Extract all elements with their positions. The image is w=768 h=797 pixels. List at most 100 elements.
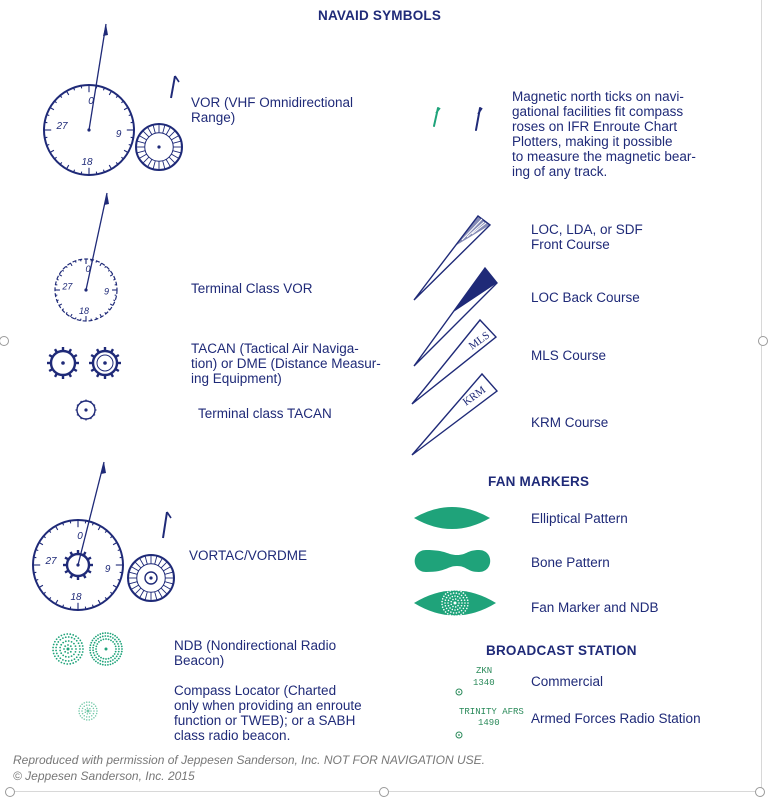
station-tick — [157, 557, 163, 566]
ndb-dot — [120, 643, 123, 645]
fan-markers-heading: FAN MARKERS — [488, 474, 590, 489]
ndb-dot — [461, 602, 463, 604]
resize-handle-bottom-right[interactable] — [755, 787, 765, 797]
ndb-dot — [88, 719, 91, 721]
ndb-dot — [463, 599, 466, 601]
ndb-dot — [64, 645, 67, 648]
ndb-dot — [52, 646, 54, 649]
ndb-dot — [94, 705, 97, 707]
ndb-dot — [459, 607, 461, 609]
needle-arrowhead — [103, 24, 108, 36]
ndb-dot — [74, 650, 77, 653]
commercial-label: Commercial — [531, 674, 604, 689]
afrs-frequency: 1490 — [478, 718, 500, 728]
ndb-dot — [114, 661, 116, 664]
ndb-dot — [79, 705, 82, 707]
cog-tooth — [93, 404, 96, 407]
ndb-dot — [116, 636, 118, 639]
page-title: NAVAID SYMBOLS — [318, 8, 442, 23]
dial-label-south: 18 — [70, 592, 82, 603]
ndb-dot — [452, 605, 454, 608]
ndb-dot — [81, 645, 84, 647]
ndb-dot — [70, 636, 73, 639]
ndb-dot — [83, 718, 86, 720]
ndb-dot — [55, 646, 57, 649]
compass-locator-label: Compass Locator (Charted only when provi… — [174, 683, 362, 743]
cog-tooth — [109, 372, 115, 378]
rose-tick — [99, 313, 102, 318]
ndb-dot — [72, 634, 75, 636]
station-tick — [168, 156, 176, 164]
ndb-dot — [88, 701, 91, 703]
ndb-dot — [109, 632, 112, 635]
dial-label-east: 9 — [105, 564, 111, 575]
ndb-dot — [117, 653, 119, 656]
cog-tooth — [76, 413, 79, 416]
rose-tick — [74, 317, 77, 320]
rose-tick — [55, 525, 59, 531]
ndb-dot — [92, 649, 94, 652]
rose-tick — [97, 599, 101, 605]
ndb-dot — [107, 663, 109, 666]
ndb-dot — [443, 595, 445, 598]
station-tick — [152, 160, 156, 170]
ndb-dot — [99, 659, 102, 662]
rose-tick — [70, 262, 73, 267]
resize-handle-right[interactable] — [758, 336, 768, 346]
ndb-dot — [101, 660, 104, 663]
resize-handle-bottom-left[interactable] — [5, 787, 15, 797]
ndb-dot — [96, 653, 99, 655]
ndb-dot — [62, 641, 65, 644]
ndb-dot — [120, 645, 123, 648]
ndb-dot — [121, 648, 123, 650]
rose-tick — [46, 114, 50, 117]
ndb-dot — [457, 589, 460, 592]
rose-tick — [48, 530, 52, 533]
ndb-dot — [105, 658, 107, 660]
ndb-dot — [94, 635, 97, 638]
ndb-dot — [460, 590, 462, 593]
ndb-dot — [102, 638, 105, 641]
ndb-dot — [444, 593, 447, 595]
ndb-dot — [69, 662, 72, 665]
rose-tick — [70, 313, 73, 318]
ndb-dot — [67, 652, 69, 654]
ndb-dot — [66, 633, 69, 635]
resize-handle-bottom[interactable] — [379, 787, 389, 797]
ndb-dot — [107, 632, 109, 635]
rose-tick — [123, 149, 129, 153]
ndb-dot — [93, 654, 96, 657]
ndb-label: NDB (Nondirectional Radio Beacon) — [174, 638, 337, 668]
ndb-dot — [95, 639, 98, 642]
ndb-dot — [81, 703, 83, 705]
station-tick — [147, 126, 153, 135]
rose-tick — [61, 269, 65, 272]
dial-label-west: 27 — [44, 556, 57, 567]
dial-label-east: 9 — [116, 129, 122, 140]
ndb-dot — [95, 656, 98, 659]
ndb-dot — [75, 648, 77, 650]
resize-handle-left[interactable] — [0, 336, 9, 346]
commercial-frequency: 1340 — [473, 678, 495, 688]
ndb-dot — [73, 642, 75, 645]
cog-tooth — [76, 404, 79, 407]
ndb-dot — [57, 636, 60, 639]
rose-tick — [107, 269, 111, 272]
ndb-dot — [53, 640, 56, 643]
cog-tooth — [114, 367, 120, 373]
ndb-dot — [59, 646, 62, 649]
station-tick — [172, 150, 182, 154]
ndb-dot — [445, 596, 448, 599]
compass-locator-symbol — [78, 701, 98, 721]
ndb-dot — [463, 605, 466, 607]
ndb-dot — [55, 638, 58, 641]
station-tick — [165, 126, 171, 135]
ndb-dot — [67, 644, 69, 646]
ndb-dot — [460, 604, 463, 607]
ndb-dot — [93, 703, 95, 705]
dial-label-north: 0 — [77, 531, 83, 542]
ndb-dot — [78, 710, 80, 712]
ndb-dot — [444, 605, 447, 607]
